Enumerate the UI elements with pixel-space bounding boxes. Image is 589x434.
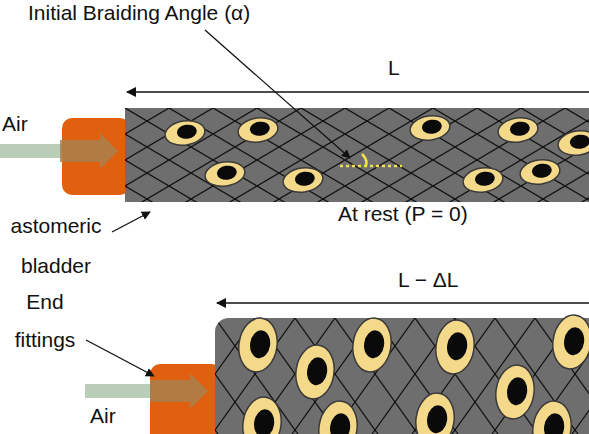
bead [497,115,540,144]
bead [204,159,247,188]
braid-mesh [125,108,589,202]
label: Initial Braiding Angle (α) [28,1,250,25]
bead-core [176,123,198,140]
bead-core [505,376,529,407]
bead-ring [237,115,280,144]
bead [292,343,337,402]
bead-ring [412,391,457,434]
elastomeric-bladder [125,108,589,202]
bead-core [249,120,271,137]
bead [492,363,537,422]
bead-ring [492,363,537,422]
bead-ring [557,128,589,157]
label: L [388,56,400,80]
bead-core [305,356,329,387]
bead-ring [282,165,325,194]
bead [315,399,360,434]
bead [237,115,280,144]
angle-reference [340,165,402,168]
bead-core [362,329,386,360]
bead [239,395,284,434]
air-arrow [60,133,118,169]
label: Air [2,112,28,136]
leader-line [205,30,350,158]
bead [282,165,325,194]
bead [462,165,505,194]
bead [235,316,280,375]
bead-core [542,412,566,434]
bead-ring [529,399,574,434]
bead-core [216,164,238,181]
label: At rest (P = 0) [338,202,468,226]
bead [349,316,394,375]
bead-core [425,404,449,434]
bead-ring [315,399,360,434]
air-arrow [150,373,208,409]
bead-ring [462,165,505,194]
bead-ring [349,316,394,375]
bead-core [531,162,553,179]
label: Air [90,404,116,428]
label: End fittings [0,283,90,359]
bead-ring [239,395,284,434]
label: astomeric bladder [0,206,112,286]
bead [519,157,562,186]
bead-ring [164,118,207,147]
bead [432,318,477,377]
bead-ring [432,318,477,377]
bead-core [445,331,469,362]
bead-ring [235,316,280,375]
bead-core [562,326,586,357]
bead [409,113,452,142]
bead [412,391,457,434]
angle-arc [362,154,367,166]
length-arrow [127,91,589,93]
leader-line [112,212,150,232]
bead-ring [292,343,337,402]
bead-core [294,170,316,187]
bead [549,313,589,372]
bead-ring [204,159,247,188]
bead-core [569,133,589,150]
bead-ring [549,313,589,372]
length-arrow [217,302,589,304]
bead-core [474,170,496,187]
bead-core [248,329,272,360]
end-fitting [150,364,222,434]
leader-line [86,340,154,376]
bead [529,399,574,434]
bead-core [252,408,276,434]
bead-core [509,120,531,137]
bead-core [328,412,352,434]
bead-ring [497,115,540,144]
bead [164,118,207,147]
bead [557,128,589,157]
label: L − ΔL [398,268,459,292]
bead-ring [409,113,452,142]
bead-core [421,118,443,135]
bead-ring [519,157,562,186]
